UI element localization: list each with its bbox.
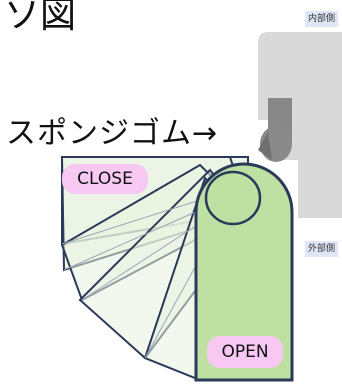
close-label: CLOSE (62, 164, 148, 194)
door-open (194, 162, 294, 382)
sponge-rubber-label: スポンジゴム→ (6, 116, 219, 151)
hinge-circle (204, 170, 262, 226)
outside-label: 外部側 (305, 241, 339, 257)
sponge-shadow (258, 132, 272, 160)
inside-label: 内部側 (305, 11, 339, 27)
title-fragment: ソ図 (4, 0, 77, 36)
open-label: OPEN (207, 336, 283, 368)
wall-body (258, 32, 342, 218)
